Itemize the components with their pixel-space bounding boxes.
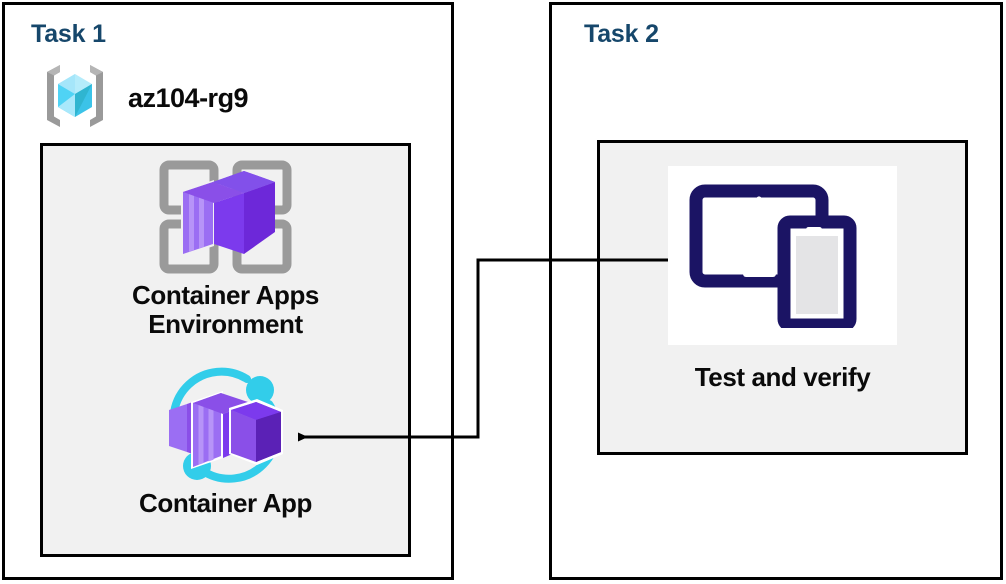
task-1-title: Task 1 <box>31 20 106 48</box>
container-app-icon <box>151 366 301 489</box>
resource-group-icon <box>34 60 116 137</box>
test-and-verify-devices-icon <box>688 178 878 333</box>
node-container-app: Container App <box>60 366 391 518</box>
task-2-title: Task 2 <box>584 20 659 48</box>
resource-group-name: az104-rg9 <box>128 83 249 113</box>
test-and-verify-icon-plate <box>668 166 897 345</box>
resource-group-header: az104-rg9 <box>34 60 249 137</box>
container-apps-environment-icon <box>151 158 301 281</box>
node-test-and-verify-label: Test and verify <box>694 362 871 392</box>
node-test-and-verify: Test and verify <box>640 166 925 392</box>
node-container-apps-environment-label: Container Apps Environment <box>131 280 319 340</box>
node-container-apps-environment: Container Apps Environment <box>60 158 391 339</box>
node-container-app-label: Container App <box>139 488 312 518</box>
